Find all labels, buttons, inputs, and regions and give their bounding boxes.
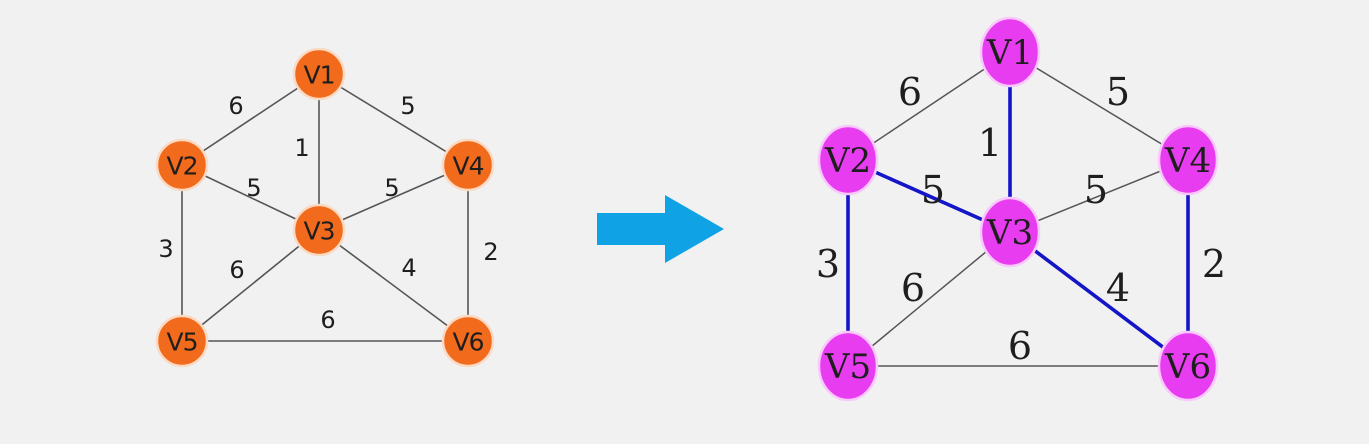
- node-label: V4: [452, 152, 483, 181]
- node-v1: V1: [979, 16, 1041, 88]
- node-circle: [817, 124, 879, 196]
- edge-v3-v6: [1008, 230, 1190, 368]
- edge-v1-v4: [318, 73, 469, 166]
- edge-weight-label: 5: [384, 174, 399, 202]
- right-arrow-icon: [597, 195, 724, 263]
- node-label: V6: [452, 328, 483, 357]
- node-v6: V6: [1157, 330, 1219, 402]
- edge-weight-label: 6: [898, 70, 922, 114]
- node-circle: [979, 196, 1041, 268]
- edge-weight-label: 6: [901, 266, 925, 310]
- node-circle: [155, 138, 209, 192]
- node-v3: V3: [292, 203, 346, 257]
- edge-v3-v6: [318, 229, 469, 342]
- node-v1: V1: [292, 47, 346, 101]
- node-label: V1: [986, 33, 1033, 73]
- edge-weight-label: 5: [1106, 70, 1130, 114]
- node-label: V3: [986, 213, 1033, 253]
- node-circle: [817, 330, 879, 402]
- edge-weight-label: 3: [158, 235, 173, 263]
- edge-weight-label: 5: [921, 168, 945, 212]
- edge-v3-v5: [847, 231, 1011, 367]
- node-label: V5: [166, 328, 197, 357]
- edge-weight-label: 1: [978, 121, 1002, 165]
- node-label: V2: [824, 141, 871, 181]
- node-label: V2: [166, 152, 197, 181]
- edge-weights: 6 5 1 5 5 3 2 6 4 6: [158, 92, 498, 334]
- edge-weight-label: 4: [401, 254, 416, 282]
- node-circle: [292, 203, 346, 257]
- node-v2: V2: [155, 138, 209, 192]
- edge-weight-label: 6: [228, 92, 243, 120]
- node-circle: [1157, 330, 1219, 402]
- edge-weight-label: 6: [1008, 324, 1032, 368]
- edge-weight-label: 2: [1202, 242, 1226, 286]
- edge-weight-label: 5: [246, 174, 261, 202]
- node-label: V1: [303, 61, 334, 90]
- node-v2: V2: [817, 124, 879, 196]
- edge-v3-v5: [181, 229, 320, 342]
- node-v5: V5: [817, 330, 879, 402]
- edge-weight-label: 1: [294, 134, 309, 162]
- node-label: V5: [824, 347, 871, 387]
- edge-v1-v2: [847, 51, 1011, 161]
- node-circle: [441, 314, 495, 368]
- node-v5: V5: [155, 314, 209, 368]
- node-v4: V4: [1157, 124, 1219, 196]
- edge-weight-label: 3: [816, 242, 840, 286]
- node-v4: V4: [441, 138, 495, 192]
- node-circle: [979, 16, 1041, 88]
- edge-weight-label: 5: [1084, 168, 1108, 212]
- node-circle: [292, 47, 346, 101]
- edge-weight-label: 5: [400, 92, 415, 120]
- edge-v1-v4: [1009, 51, 1189, 161]
- node-circle: [441, 138, 495, 192]
- node-label: V6: [1164, 347, 1211, 387]
- edge-weight-label: 6: [320, 306, 335, 334]
- edge-weight-label: 4: [1106, 266, 1130, 310]
- node-label: V3: [303, 217, 334, 246]
- node-v6: V6: [441, 314, 495, 368]
- edge-v3-v4: [1009, 159, 1189, 233]
- node-circle: [1157, 124, 1219, 196]
- edge-weight-label: 2: [483, 238, 498, 266]
- node-label: V4: [1164, 141, 1211, 181]
- edge-v3-v4: [318, 164, 469, 231]
- node-circle: [155, 314, 209, 368]
- node-v3: V3: [979, 196, 1041, 268]
- edge-v1-v2: [181, 73, 320, 166]
- edge-weight-label: 6: [229, 256, 244, 284]
